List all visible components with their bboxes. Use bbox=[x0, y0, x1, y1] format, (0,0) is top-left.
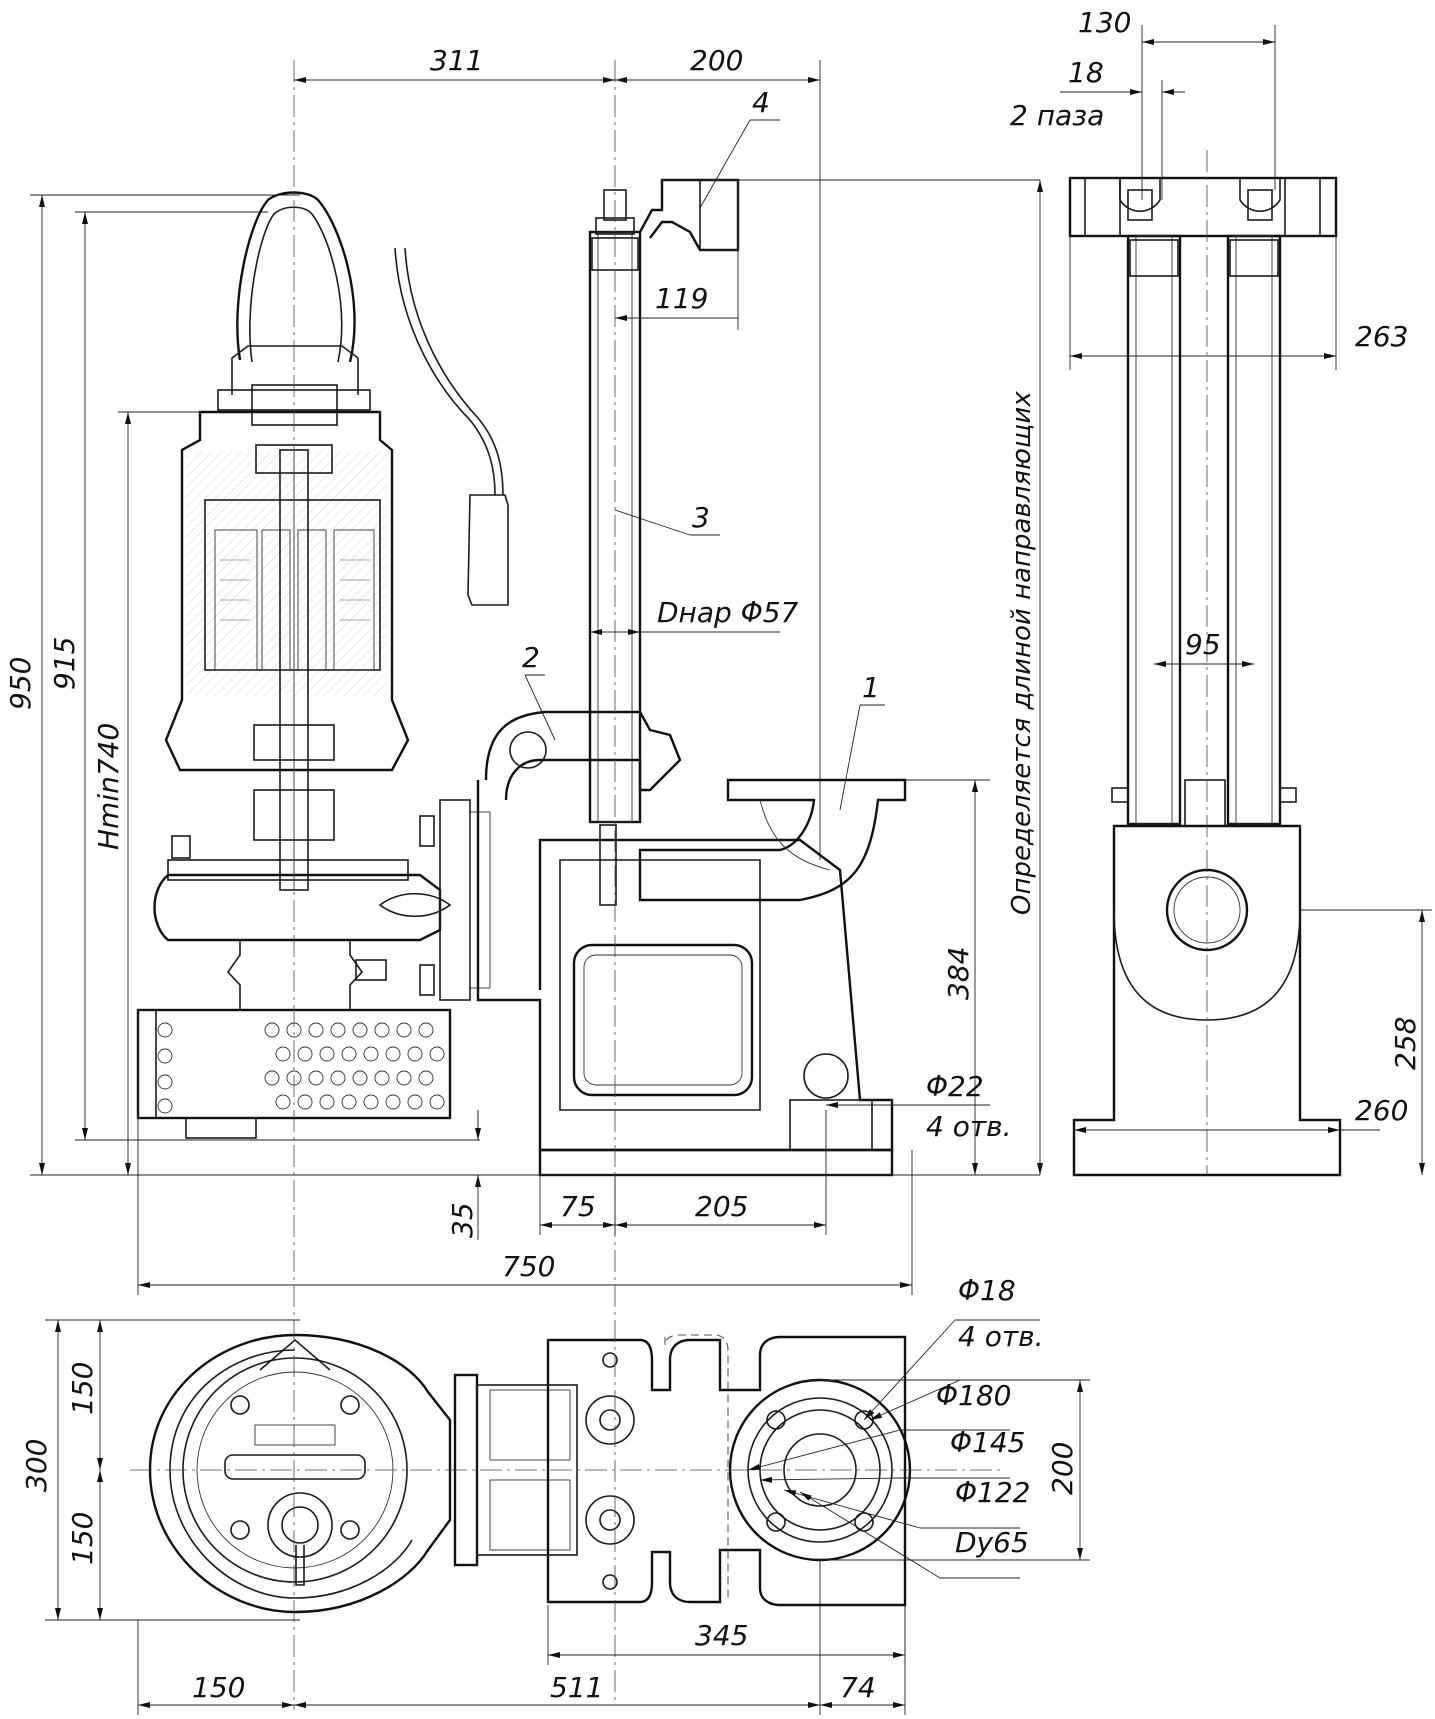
dim-130: 130 bbox=[1078, 6, 1131, 39]
strainer-hole bbox=[319, 1046, 335, 1062]
dim-150-bottom: 150 bbox=[192, 1671, 245, 1704]
strainer-hole bbox=[352, 1070, 368, 1086]
dim-311: 311 bbox=[430, 44, 483, 77]
strainer-hole bbox=[341, 1094, 357, 1110]
dim-dy65: Dy65 bbox=[955, 1526, 1029, 1559]
dim-511: 511 bbox=[550, 1671, 603, 1704]
strainer-hole bbox=[341, 1046, 357, 1062]
strainer-hole bbox=[308, 1070, 324, 1086]
strainer-hole bbox=[396, 1022, 412, 1038]
strainer-hole bbox=[308, 1022, 324, 1038]
dim-200-plan: 200 bbox=[1046, 1442, 1079, 1495]
callout-1: 1 bbox=[862, 671, 880, 704]
strainer-hole bbox=[385, 1094, 401, 1110]
centerlines bbox=[130, 60, 1208, 1710]
strainer-hole bbox=[363, 1094, 379, 1110]
dim-345: 345 bbox=[695, 1619, 748, 1652]
guides-note: Определяется длиной направляющих bbox=[1007, 391, 1037, 915]
dim-75: 75 bbox=[560, 1190, 596, 1223]
strainer-hole bbox=[157, 1098, 173, 1114]
strainer-hole bbox=[429, 1046, 445, 1062]
dim-phi122: Φ122 bbox=[955, 1476, 1030, 1509]
strainer-hole bbox=[157, 1048, 173, 1064]
dim-150-lower: 150 bbox=[66, 1512, 99, 1565]
slots-label: 2 паза bbox=[1010, 99, 1104, 132]
dim-phi22: Φ22 bbox=[926, 1070, 984, 1103]
float-switch bbox=[394, 247, 509, 606]
strainer-hole bbox=[157, 1074, 173, 1090]
dim-258: 258 bbox=[1389, 1017, 1422, 1070]
plan-view bbox=[148, 1333, 912, 1614]
dim-hmin740: Hmin740 bbox=[92, 723, 125, 850]
holes-4-front: 4 отв. bbox=[926, 1110, 1012, 1143]
strainer-hole bbox=[157, 1022, 173, 1038]
strainer-hole bbox=[297, 1046, 313, 1062]
dim-260: 260 bbox=[1355, 1094, 1408, 1127]
strainer-hole bbox=[385, 1046, 401, 1062]
strainer-hole bbox=[352, 1022, 368, 1038]
strainer-hole bbox=[319, 1094, 335, 1110]
strainer-hole bbox=[275, 1094, 291, 1110]
dim-phi180: Φ180 bbox=[936, 1379, 1011, 1412]
strainer-hole bbox=[330, 1022, 346, 1038]
dim-18: 18 bbox=[1068, 56, 1104, 89]
strainer-hole bbox=[363, 1046, 379, 1062]
dim-384: 384 bbox=[942, 947, 975, 1000]
strainer-hole bbox=[374, 1070, 390, 1086]
dim-74: 74 bbox=[840, 1671, 876, 1704]
dim-95: 95 bbox=[1185, 628, 1221, 661]
strainer-hole bbox=[374, 1022, 390, 1038]
callout-leaders bbox=[524, 119, 885, 811]
strainer-hole bbox=[297, 1094, 313, 1110]
holes-4-plan: 4 отв. bbox=[958, 1320, 1044, 1353]
dim-915: 915 bbox=[48, 637, 81, 690]
guide-and-pedestal bbox=[439, 178, 907, 1177]
dimension-lines bbox=[30, 25, 1432, 1715]
strainer-hole bbox=[396, 1070, 412, 1086]
dim-263: 263 bbox=[1355, 320, 1408, 353]
side-view bbox=[1068, 176, 1342, 1177]
dim-phi18: Φ18 bbox=[958, 1274, 1016, 1307]
dim-200-top: 200 bbox=[690, 44, 743, 77]
dim-950: 950 bbox=[4, 657, 37, 710]
callout-3: 3 bbox=[692, 501, 710, 534]
dim-205: 205 bbox=[695, 1190, 748, 1223]
strainer-hole bbox=[264, 1070, 280, 1086]
labels: 311 200 119 Dнар Φ57 950 915 Hmin740 Опр… bbox=[4, 6, 1422, 1704]
dim-300: 300 bbox=[20, 1439, 53, 1492]
strainer-hole bbox=[330, 1070, 346, 1086]
strainer-hole bbox=[418, 1070, 434, 1086]
dim-35: 35 bbox=[446, 1202, 479, 1238]
strainer-hole bbox=[264, 1022, 280, 1038]
callout-2: 2 bbox=[522, 641, 540, 674]
strainer-hole bbox=[275, 1046, 291, 1062]
strainer-hole bbox=[429, 1094, 445, 1110]
strainer-hole bbox=[418, 1022, 434, 1038]
dim-dnar: Dнар Φ57 bbox=[657, 596, 799, 629]
dim-phi145: Φ145 bbox=[950, 1426, 1025, 1459]
dim-150-upper: 150 bbox=[66, 1362, 99, 1415]
dim-750: 750 bbox=[502, 1250, 555, 1283]
strainer-holes bbox=[157, 1022, 445, 1114]
callout-4: 4 bbox=[752, 86, 770, 119]
strainer-hole bbox=[407, 1046, 423, 1062]
strainer-hole bbox=[407, 1094, 423, 1110]
dim-119: 119 bbox=[655, 282, 708, 315]
